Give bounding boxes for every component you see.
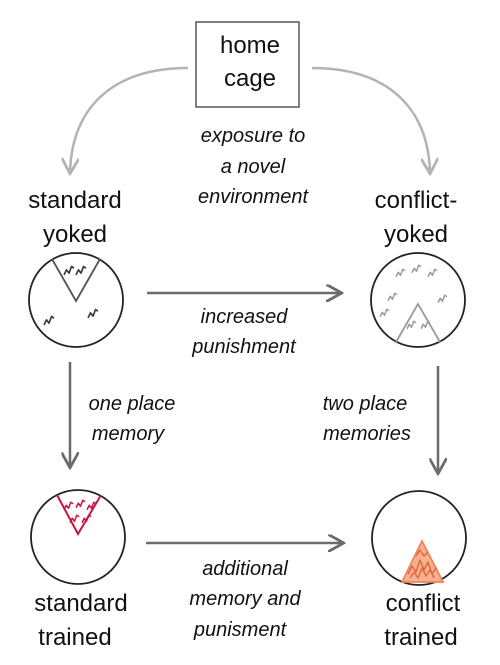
- exposure-label-3: environment: [198, 186, 310, 208]
- shock-zone: [395, 302, 441, 343]
- standard-yoked-label-1: standard: [28, 187, 121, 214]
- additional-label-3: punisment: [193, 619, 288, 641]
- arrow-home-to-conflict-yoked: [311, 66, 430, 172]
- conflict-trained-label-2: trained: [384, 624, 457, 651]
- home-cage-box: [195, 21, 300, 108]
- conflict-trained-label-1: conflict: [386, 590, 461, 617]
- two-place-label-1: two place: [323, 393, 408, 415]
- conflict-yoked-label-2: yoked: [384, 221, 448, 248]
- shock-zone: [51, 258, 101, 303]
- standard-yoked-arena: [28, 252, 124, 348]
- home-cage-label-2: cage: [224, 65, 276, 92]
- conflict-yoked-arena: [370, 252, 466, 348]
- standard-trained-arena: [30, 489, 126, 585]
- shock-scribble: [407, 549, 437, 579]
- additional-label-2: memory and: [189, 588, 301, 610]
- standard-trained-label-1: standard: [34, 590, 127, 617]
- one-place-label-2: memory: [92, 423, 165, 445]
- two-place-label-2: memories: [323, 423, 411, 445]
- standard-trained-label-2: trained: [38, 624, 111, 651]
- additional-label-1: additional: [202, 558, 288, 580]
- shock-zone: [56, 494, 102, 537]
- increased-label-1: increased: [201, 306, 289, 328]
- increased-label-2: punishment: [191, 336, 297, 358]
- exposure-label-2: a novel: [221, 156, 286, 178]
- exposure-label-1: exposure to: [201, 125, 306, 147]
- arrow-home-to-standard-yoked: [70, 66, 189, 172]
- one-place-label-1: one place: [89, 393, 176, 415]
- home-cage-label-1: home: [220, 32, 280, 59]
- conflict-trained-arena: [371, 490, 467, 586]
- standard-yoked-label-2: yoked: [43, 221, 107, 248]
- conflict-yoked-label-1: conflict-: [375, 187, 458, 214]
